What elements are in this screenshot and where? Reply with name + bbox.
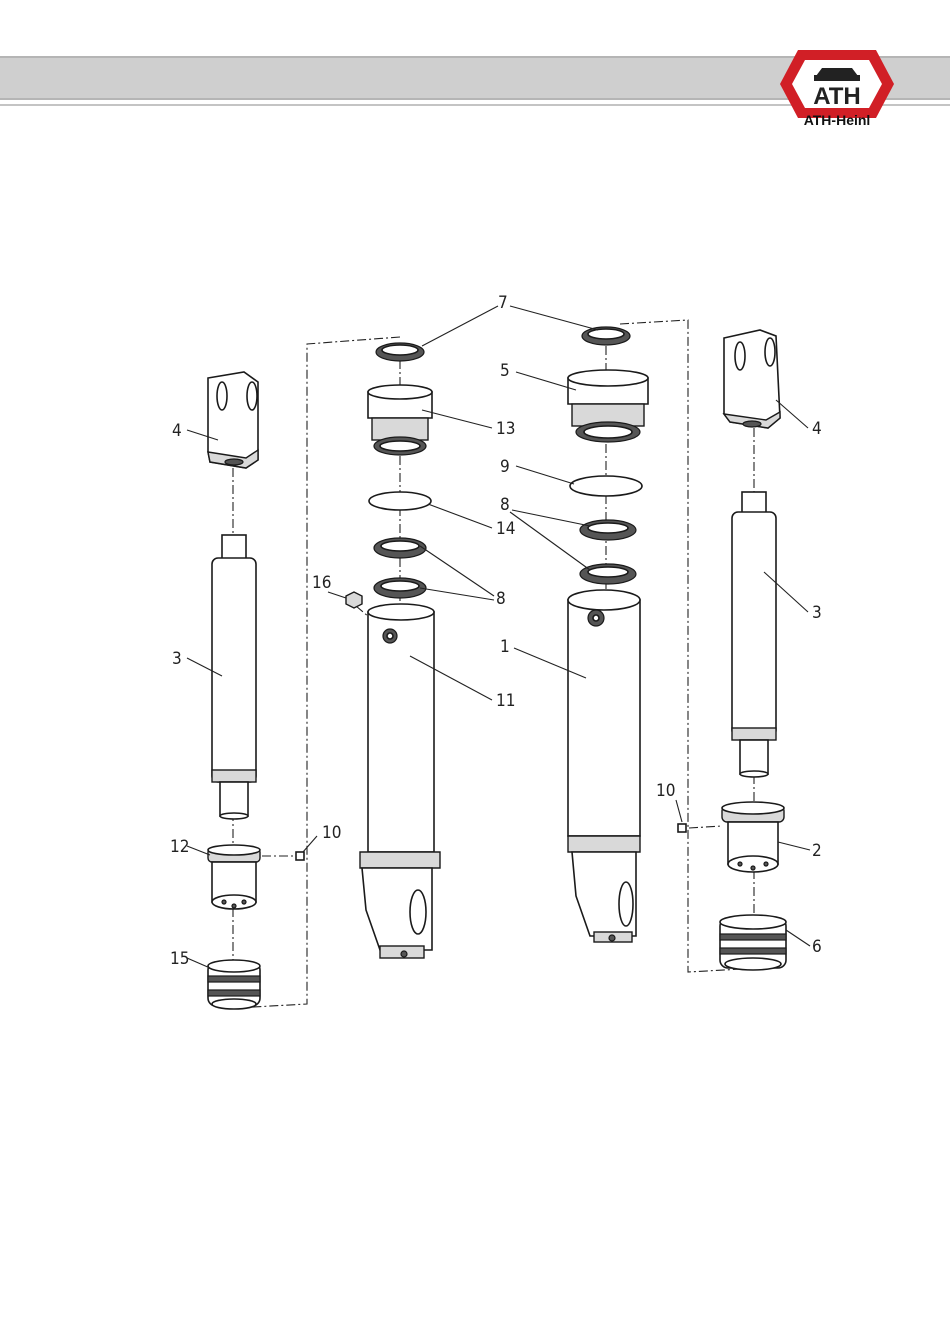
- part-piston-rod-left: [212, 535, 256, 819]
- callout-8-right: 8: [500, 495, 510, 515]
- part-seal-right: [720, 915, 786, 970]
- part-seal-ring-8-right-upper: [580, 520, 636, 540]
- callout-3-right: 3: [812, 603, 822, 623]
- callout-10-left: 10: [322, 823, 341, 843]
- callout-11: 11: [496, 691, 515, 711]
- callout-2: 2: [812, 841, 822, 861]
- part-gland-5: [568, 370, 648, 442]
- leader-lines: [187, 306, 810, 968]
- callout-9: 9: [500, 457, 510, 477]
- part-seal-ring-8-left-lower: [374, 578, 426, 598]
- callout-14: 14: [496, 519, 515, 539]
- part-seal-ring-8-right-lower: [580, 564, 636, 584]
- callout-15: 15: [170, 949, 189, 969]
- part-piston-right: [722, 802, 784, 872]
- part-seal-ring-7-right: [582, 327, 630, 345]
- part-set-screw-right: [678, 824, 686, 832]
- part-o-ring-14: [369, 492, 431, 510]
- part-clevis-right: [724, 330, 780, 428]
- callout-10-right: 10: [656, 781, 675, 801]
- part-set-screw-left: [296, 852, 304, 860]
- part-bleed-plug-16: [346, 592, 362, 608]
- callout-6: 6: [812, 937, 822, 957]
- callout-7: 7: [498, 293, 508, 313]
- part-seal-ring-7-left: [376, 343, 424, 361]
- callout-13: 13: [496, 419, 515, 439]
- callout-4-right: 4: [812, 419, 822, 439]
- callout-4-left: 4: [172, 421, 182, 441]
- callout-3-left: 3: [172, 649, 182, 669]
- part-seal-left: [208, 960, 260, 1009]
- callout-1: 1: [500, 637, 510, 657]
- part-piston-rod-right: [732, 492, 776, 777]
- part-o-ring-9: [570, 476, 642, 496]
- part-cylinder-tube-11: [360, 604, 440, 958]
- part-clevis-left: [208, 372, 258, 468]
- callout-8-left: 8: [496, 589, 506, 609]
- axis-line: [689, 826, 722, 828]
- part-cylinder-tube-1: [568, 590, 640, 942]
- callout-5: 5: [500, 361, 510, 381]
- part-gland-13: [368, 385, 432, 455]
- part-piston-left: [208, 845, 260, 909]
- part-seal-ring-8-left-upper: [374, 538, 426, 558]
- callout-16: 16: [312, 573, 331, 593]
- callout-12: 12: [170, 837, 189, 857]
